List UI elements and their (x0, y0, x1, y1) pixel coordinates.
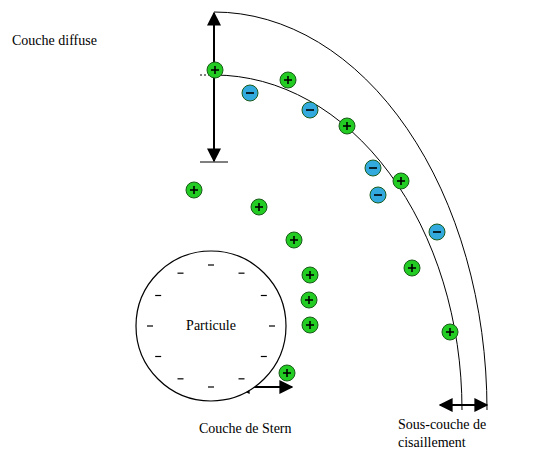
anion-symbol (365, 160, 381, 176)
cation-symbol (251, 199, 267, 215)
cation-symbol (302, 317, 318, 333)
negative-charge (239, 378, 245, 379)
anion-symbol (302, 102, 318, 118)
tick (200, 162, 228, 163)
anion-symbol (429, 224, 445, 240)
cation-symbol (207, 62, 223, 78)
cation-symbol (186, 182, 202, 198)
negative-charge (178, 273, 184, 274)
negative-charge (239, 273, 245, 274)
negative-charge (178, 378, 184, 379)
layer-label: Sous-couche de cisaillement (398, 416, 532, 451)
negative-charge (155, 295, 161, 296)
negative-charge (147, 325, 153, 326)
cation-symbol (404, 260, 420, 276)
negative-charge (261, 295, 267, 296)
cation-symbol (442, 324, 458, 340)
anion-symbol (242, 85, 258, 101)
cation-symbol (286, 232, 302, 248)
particle-circle: Particule (135, 250, 287, 402)
cation-symbol (302, 267, 318, 283)
diffuse-arrow (213, 13, 215, 161)
negative-charge (269, 325, 275, 326)
layer-label: Couche diffuse (12, 32, 97, 50)
cation-symbol (280, 72, 296, 88)
anion-symbol (370, 187, 386, 203)
cation-symbol (279, 365, 295, 381)
negative-charge (208, 264, 214, 265)
cation-symbol (339, 118, 355, 134)
negative-charge (208, 386, 214, 387)
negative-charge (155, 356, 161, 357)
cation-symbol (393, 173, 409, 189)
cation-symbol (301, 292, 317, 308)
layer-label: Couche de Stern (199, 420, 292, 438)
negative-charge (261, 356, 267, 357)
particle-label: Particule (186, 318, 236, 334)
shear-arrow (440, 404, 487, 406)
